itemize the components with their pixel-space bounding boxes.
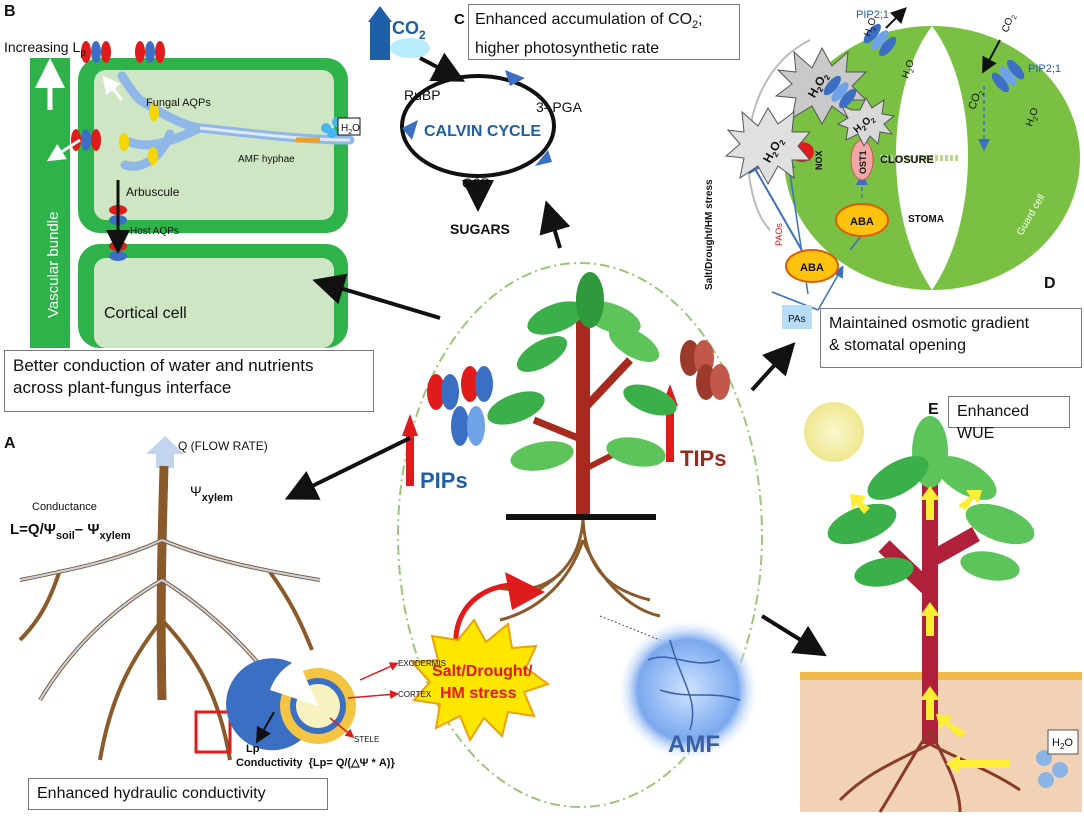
aba-1 (835, 203, 889, 237)
h2o-label-d-2: H2O (900, 58, 919, 80)
increasing-lp-label: Increasing Lp (4, 39, 86, 59)
center (397, 262, 763, 808)
ground-line (506, 514, 656, 520)
panel-letter-c: C (454, 11, 465, 28)
aquaporin-top-1 (81, 41, 111, 63)
co2-label-d-2: CO2 (966, 88, 986, 112)
vascular-bundle-label: Vascular bundle (45, 212, 62, 318)
main-root (156, 465, 169, 701)
stoma-label: STOMA (908, 214, 944, 225)
aquaporin-stoma-2 (823, 75, 857, 109)
aquaporin-top-2 (135, 41, 165, 63)
aquaporin-stoma-1 (863, 23, 897, 57)
nox-label: NOX (814, 150, 824, 170)
e-plant-leaves (827, 416, 1035, 587)
stress-label-d: Salt/Drought/HM stress (704, 179, 715, 290)
h2o-label-d-1: H2O (862, 16, 881, 38)
stele-label: STELE (354, 735, 379, 744)
aba-label-2: ABA (800, 262, 824, 274)
zoom-box (194, 710, 232, 754)
h2o2-burst-2 (724, 107, 812, 186)
rubp-label: RuBP (404, 87, 441, 103)
exodermis-label: EXODERMIS (398, 659, 446, 668)
panel-letter-a: A (4, 435, 16, 452)
caption-c: Enhanced accumulation of CO2; higher pho… (468, 4, 740, 60)
h2o-box-b (337, 117, 361, 136)
stress-burst (409, 618, 551, 743)
caption-a: Enhanced hydraulic conductivity (28, 778, 328, 810)
calvin-cycle-ring (400, 74, 556, 178)
aquaporin-left (71, 129, 101, 151)
aba-label-1: ABA (850, 216, 874, 228)
sun (804, 402, 864, 462)
amf-label: AMF (668, 731, 720, 758)
soil (800, 676, 1082, 812)
water-arrows (850, 486, 1010, 774)
h2o2-label-3: H2O2 (852, 113, 878, 138)
center-roots (497, 519, 661, 622)
g3p-label: G3P (462, 175, 490, 191)
aba-2 (785, 249, 839, 283)
cortical-cell-label: Cortical cell (104, 305, 187, 322)
pips-label: PIPs (420, 468, 468, 493)
panel-letter-d: D (1044, 275, 1056, 292)
closure-label: CLOSURE (880, 154, 934, 166)
panel-b (30, 41, 361, 348)
host-aqps-label: Host AQPs (130, 226, 179, 237)
h2o-label-b: H2O (341, 123, 360, 136)
h2o2-label-2: H2O2 (760, 134, 788, 166)
pas-box (782, 305, 812, 329)
conductance-formula: L=Q/Ψsoil– Ψxylem (10, 521, 131, 542)
panel-letter-b: B (4, 3, 16, 20)
h2o2-label-1: H2O2 (805, 69, 833, 101)
amf-hyphae-label: AMF hyphae (238, 154, 295, 165)
pga-label: 3- PGA (536, 99, 583, 115)
pip-aquaporin (427, 366, 493, 446)
stress-label-line1: Salt/Drought/ (432, 663, 533, 680)
conductance-title: Conductance (32, 501, 97, 513)
root-cross-section (226, 658, 356, 751)
ost1-label: OST1 (858, 150, 868, 174)
pip21-label-1: PIP2;1 (856, 9, 889, 21)
psi-xylem-label: Ψxylem (190, 483, 233, 504)
center-plant (487, 272, 677, 516)
stress-label-line2: HM stress (440, 685, 517, 702)
cortex-label: CORTEX (398, 690, 432, 699)
caption-e: Enhanced WUE (948, 396, 1070, 442)
h2o-label-e: H2O (1052, 737, 1073, 751)
caption-b: Better conduction of water and nutrients… (4, 350, 374, 412)
h2o-box-e (1047, 729, 1079, 755)
tips-label: TIPs (680, 446, 726, 471)
tip-aquaporin (680, 340, 730, 400)
paos-label: PAOs (774, 223, 784, 246)
panel-a (18, 436, 399, 761)
calvin-cycle-label: CALVIN CYCLE (424, 123, 541, 140)
panel-letter-e: E (928, 401, 939, 418)
panel-c (368, 6, 556, 212)
arbuscule-label: Arbuscule (126, 185, 180, 199)
h2o2-burst-3 (836, 96, 896, 148)
flow-rate-label: Q (FLOW RATE) (178, 439, 268, 453)
pas-label: PAs (788, 314, 806, 325)
center-boundary (397, 262, 763, 808)
co2-label-d-1: CO2 (1000, 12, 1019, 34)
pip21-label-2: PIP2;1 (1028, 63, 1061, 75)
lp-label: Lp (246, 743, 260, 755)
panel-d (724, 7, 1080, 329)
aquaporin-stoma-3 (991, 59, 1025, 93)
sugars-label: SUGARS (450, 221, 510, 237)
fungal-aqps-label: Fungal AQPs (146, 97, 211, 109)
connector-arrows (284, 200, 827, 657)
co2-label-c: CO2 (392, 18, 426, 42)
caption-d: Maintained osmotic gradient & stomatal o… (820, 308, 1082, 368)
h2o-label-d-3: H2O (1024, 106, 1043, 128)
conductivity-label: Conductivity{Lp= Q/(△Ψ * A)} (236, 757, 395, 769)
panel-e (800, 402, 1082, 813)
co2-glow (390, 38, 430, 58)
